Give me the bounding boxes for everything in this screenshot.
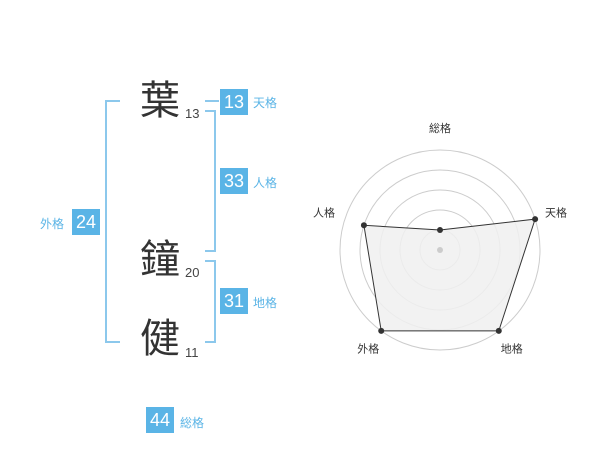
radar-series-polygon: [363, 218, 536, 332]
name-char-2: 鐘: [140, 237, 180, 283]
chikaku-label: 地格: [253, 296, 278, 310]
gaikaku-bracket: [105, 100, 120, 343]
chikaku-badge: 31: [220, 288, 248, 314]
radar-points: [360, 216, 539, 334]
jinkaku-badge: 33: [220, 168, 248, 194]
radar-axis-label: 地格: [501, 342, 523, 356]
name-char-3: 健: [140, 316, 180, 362]
chikaku-bracket: [205, 260, 216, 343]
name-char-2-strokes: 20: [185, 265, 200, 280]
tenkaku-badge: 13: [220, 89, 248, 115]
gaikaku-badge: 24: [72, 209, 100, 235]
radar-point: [378, 327, 385, 334]
name-char-1: 葉: [140, 78, 180, 124]
radar-point: [437, 227, 443, 233]
radar-point: [360, 222, 367, 229]
name-char-3-strokes: 11: [185, 345, 199, 360]
tenkaku-bracket: [205, 100, 219, 103]
radar-ring: [339, 149, 541, 351]
radar-axis-label: 総格: [429, 121, 451, 135]
jinkaku-label: 人格: [253, 176, 278, 190]
soukaku-badge: 44: [146, 407, 174, 433]
jinkaku-bracket: [205, 110, 216, 252]
soukaku-label: 総格: [180, 416, 205, 430]
radar-point: [532, 216, 539, 223]
radar-axis-label: 人格: [313, 205, 335, 219]
name-char-1-strokes: 13: [185, 106, 200, 121]
radar-axis-label: 外格: [357, 342, 379, 356]
tenkaku-label: 天格: [253, 96, 278, 110]
radar-center-dot: [437, 247, 443, 253]
radar-point: [495, 327, 502, 334]
gaikaku-label: 外格: [40, 217, 65, 231]
radar-axis-label: 天格: [545, 205, 567, 219]
